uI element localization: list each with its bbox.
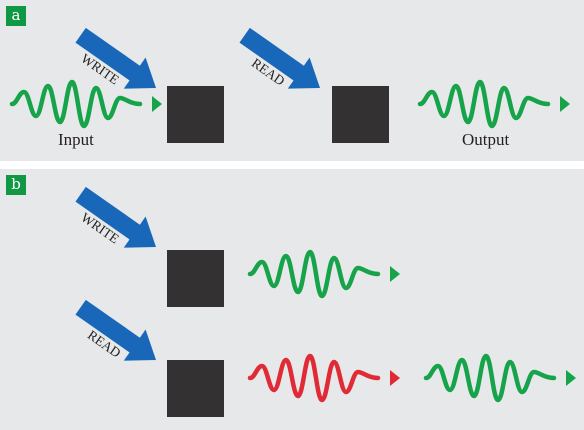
wave-arrowhead [152, 96, 162, 112]
panel-a-label: a [6, 6, 26, 26]
memory-box-read-b [167, 360, 224, 417]
memory-box-write-b [167, 250, 224, 307]
green-wave-icon [12, 82, 140, 126]
output-wave [420, 82, 570, 126]
panel-b-label: b [6, 175, 26, 195]
green-wave-icon [420, 82, 548, 126]
input-wave [12, 82, 162, 126]
memory-box-read [332, 86, 389, 143]
stored-wave [250, 252, 400, 296]
blue-arrow-icon [75, 27, 156, 89]
wave-arrowhead [560, 96, 570, 112]
blue-arrow-icon [75, 186, 156, 248]
write-arrow-b: WRITE [75, 186, 156, 248]
read-arrow-b: READ [75, 299, 156, 361]
wave-arrowhead [390, 266, 400, 282]
green-wave-icon [426, 356, 554, 400]
panel-a: a Input Output [0, 0, 584, 161]
green-wave-icon [250, 252, 378, 296]
input-caption: Input [58, 130, 94, 149]
red-wave-icon [250, 356, 378, 400]
readout-wave-red [250, 356, 400, 400]
output-caption: Output [462, 130, 510, 149]
wave-arrowhead [390, 370, 400, 386]
read-arrow-a: READ [239, 27, 320, 89]
write-arrow-a: WRITE [75, 27, 156, 89]
memory-box-write [167, 86, 224, 143]
wave-arrowhead [566, 370, 576, 386]
blue-arrow-icon [75, 299, 156, 361]
blue-arrow-icon [239, 27, 320, 89]
readout-wave-green [426, 356, 576, 400]
